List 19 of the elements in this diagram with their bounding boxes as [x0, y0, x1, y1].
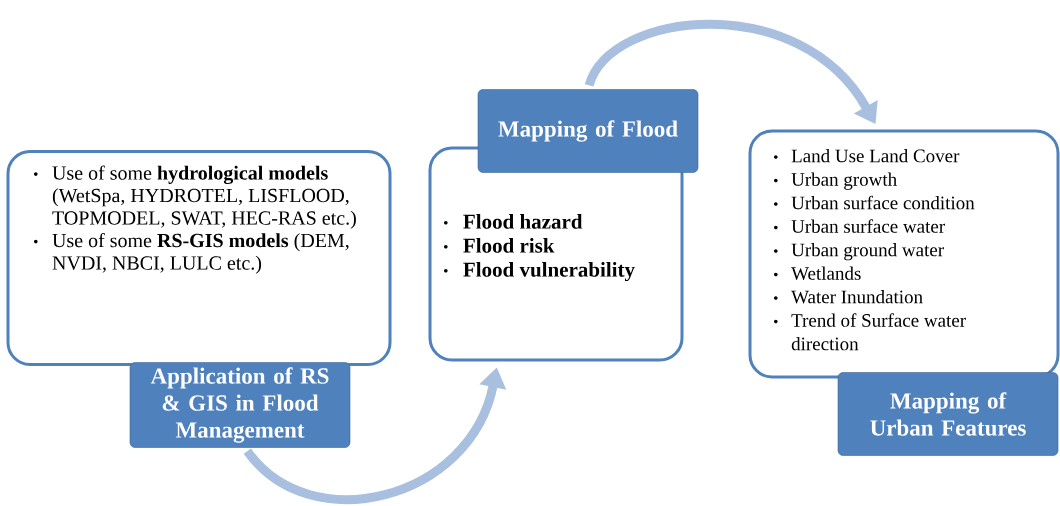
bullet-list-box [428, 146, 684, 362]
list-item: Urban growth [774, 172, 897, 190]
list-item: Flood vulnerability [444, 262, 635, 282]
list-item: Urban surface water [774, 219, 945, 233]
list-item: Land Use Land Cover [774, 149, 960, 163]
title-box: Application of RS & GIS in Flood Management [129, 362, 351, 448]
title-box: Mapping of Flood [477, 89, 699, 173]
list-item: Water Inundation [774, 290, 923, 304]
list-item: Urban surface condition [774, 195, 975, 210]
list-item: Use of some hydrological models (WetSpa, HYDROTEL, LISFLOOD, TOPMODEL, SWAT, HEC-RAS etc.) [34, 165, 356, 229]
bullet-list-box [6, 150, 392, 366]
bullet-list-box [748, 129, 1060, 379]
list-item: Flood risk [444, 238, 555, 253]
list-item: Flood hazard [444, 214, 583, 229]
list-item: Use of some RS-GIS models (DEM, NVDI, NBCI, LULC etc.) [34, 233, 349, 274]
list-item: Wetlands [774, 266, 861, 280]
list-item: Urban ground water [774, 243, 944, 261]
title-box: Mapping of Urban Features [837, 372, 1059, 456]
list-item: Trend of Surface water direction [774, 313, 966, 351]
